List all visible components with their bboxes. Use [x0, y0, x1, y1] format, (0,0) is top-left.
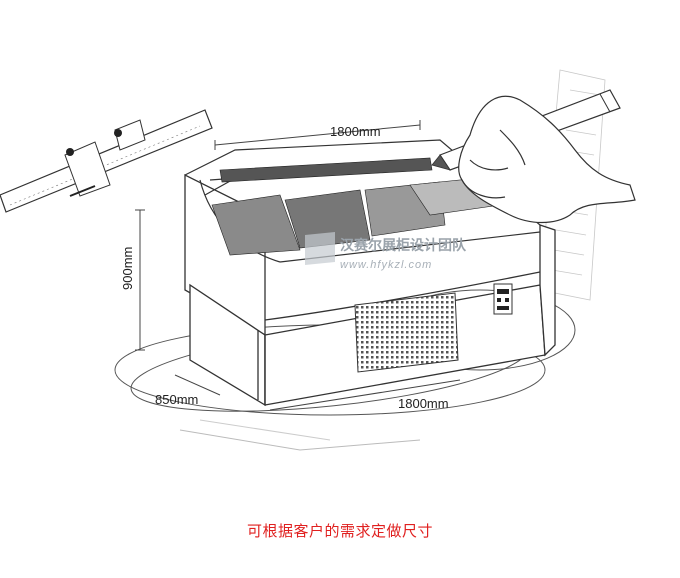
watermark-url: www.hfykzl.com: [340, 259, 432, 271]
dimension-lines: [135, 120, 461, 411]
ruler: [0, 109, 213, 213]
dimension-height: 900mm: [120, 247, 135, 290]
temperature-controller: [493, 283, 513, 315]
dimension-depth: 850mm: [155, 392, 198, 407]
caption: 可根据客户的需求定做尺寸: [246, 522, 433, 540]
watermark: 汉赛尔展柜设计团队 www.hfykzl.com: [305, 232, 467, 271]
vent-grille: [354, 292, 459, 373]
dimension-top-width: 1800mm: [330, 124, 381, 139]
watermark-title: 汉赛尔展柜设计团队: [340, 237, 467, 254]
hand-sketch: [458, 95, 636, 224]
dimension-bottom-width: 1800mm: [398, 396, 449, 411]
